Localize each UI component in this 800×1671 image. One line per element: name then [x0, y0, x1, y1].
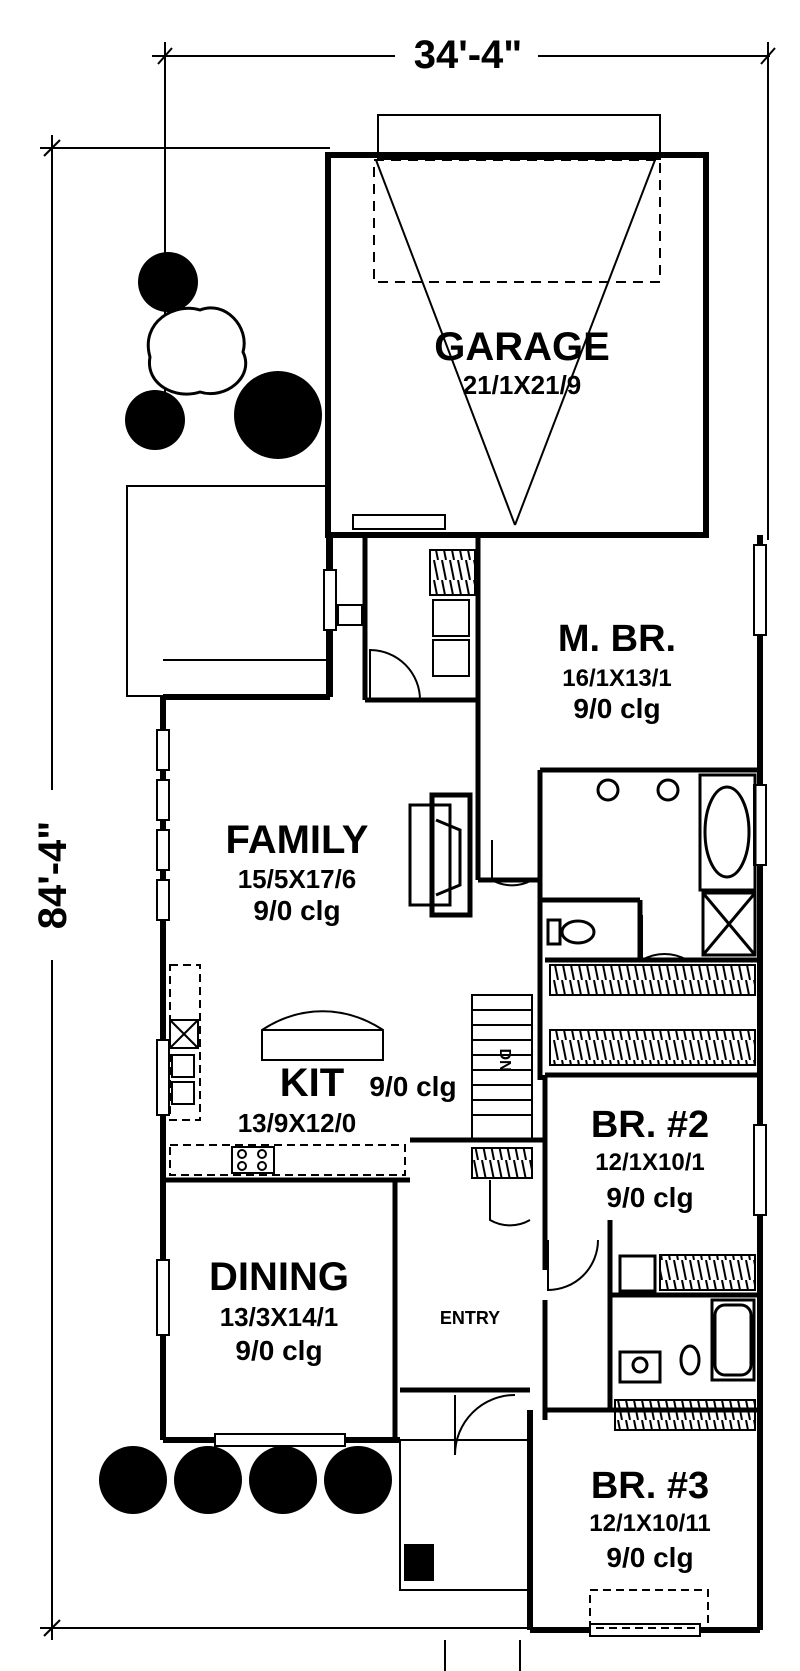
front-porch: [399, 1439, 531, 1671]
stairs: [471, 994, 533, 1141]
master-bedroom-label: M. BR.: [558, 618, 676, 660]
shrub-icon: [138, 252, 198, 312]
bedroom-3-label: BR. #3: [591, 1465, 709, 1507]
bedroom-2-dims: 12/1X10/1: [595, 1149, 704, 1176]
kitchen-ceiling: 9/0 clg: [369, 1071, 456, 1102]
garage: [325, 114, 709, 538]
stairs-label: DN: [496, 1048, 513, 1071]
dining-room-dims: 13/3X14/1: [220, 1302, 339, 1332]
width-dimension: [152, 42, 776, 540]
shrub-icon: [249, 1446, 317, 1514]
bedroom-2-label: BR. #2: [591, 1104, 709, 1146]
bedroom-3-ceiling: 9/0 clg: [606, 1542, 693, 1573]
shrub-icon: [324, 1446, 392, 1514]
tree-icon: [146, 306, 248, 396]
interior-walls: [163, 535, 760, 1440]
width-dimension-label: 34'-4": [414, 33, 523, 77]
bedroom-2-ceiling: 9/0 clg: [606, 1182, 693, 1213]
dining-room-label: DINING: [209, 1255, 349, 1299]
master-closet: [429, 549, 756, 1431]
laundry-appliances: [337, 599, 470, 677]
kitchen-counters: [169, 964, 406, 1176]
garage-label: GARAGE: [434, 325, 610, 369]
depth-dimension-label: 84'-4": [31, 821, 75, 930]
dining-room-ceiling: 9/0 clg: [235, 1335, 322, 1366]
master-bath-fixtures: [546, 773, 757, 957]
family-room-ceiling: 9/0 clg: [253, 895, 340, 926]
family-room-label: FAMILY: [226, 818, 369, 862]
bedroom-3-dims: 12/1X10/11: [589, 1510, 710, 1537]
garage-dims: 21/1X21/9: [463, 370, 582, 400]
landscape-shrubs: [99, 252, 392, 1514]
hall-bath-fixtures: [618, 1254, 756, 1384]
shrub-icon: [174, 1446, 242, 1514]
master-bedroom-ceiling: 9/0 clg: [573, 693, 660, 724]
br3-window-seat: [589, 1589, 709, 1629]
side-patio: [126, 485, 328, 697]
entry-label: ENTRY: [440, 1308, 500, 1328]
master-bedroom-dims: 16/1X13/1: [562, 665, 671, 692]
shrub-icon: [234, 371, 322, 459]
shrub-icon: [99, 1446, 167, 1514]
doors: [369, 648, 688, 1456]
kitchen-label: KIT: [280, 1061, 344, 1105]
shrub-icon: [125, 390, 185, 450]
kitchen-dims: 13/9X12/0: [238, 1108, 357, 1138]
fireplace: [408, 792, 473, 918]
family-room-dims: 15/5X17/6: [238, 864, 357, 894]
